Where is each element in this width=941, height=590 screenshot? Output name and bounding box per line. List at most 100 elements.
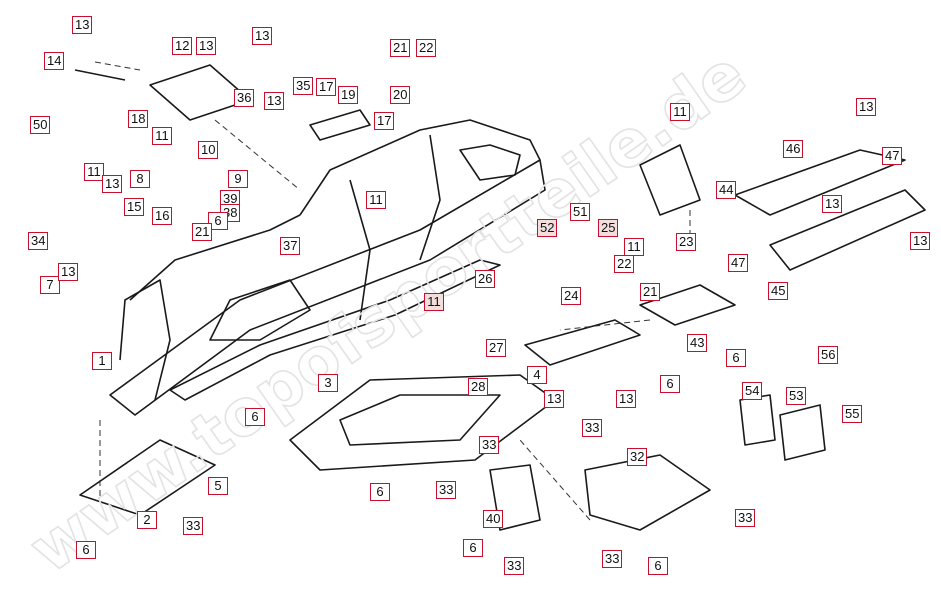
bracket-19	[309, 109, 371, 141]
callout-label: 55	[842, 405, 863, 423]
callout-label: 17	[316, 78, 337, 96]
callout-label: 54	[742, 382, 763, 400]
callout-label: 5	[208, 477, 228, 495]
callout-label: 33	[504, 557, 525, 575]
callout-label: 6	[76, 541, 96, 559]
callout-label: 32	[627, 448, 648, 466]
callout-label: 16	[152, 207, 173, 225]
callout-label: 44	[716, 181, 737, 199]
frame-rear-upright	[349, 179, 371, 321]
floor-panel-43	[639, 284, 736, 326]
callout-label: 21	[192, 223, 213, 241]
callout-label: 13	[822, 195, 843, 213]
callout-label: 8	[130, 170, 150, 188]
callout-label: 6	[245, 408, 265, 426]
callout-label: 28	[468, 378, 489, 396]
callout-label: 13	[856, 98, 877, 116]
callout-label: 13	[102, 175, 123, 193]
frame-upper-rail	[129, 214, 301, 301]
callout-label: 6	[660, 375, 680, 393]
bracket-23	[639, 144, 701, 216]
callout-label: 35	[293, 77, 314, 95]
callout-label: 14	[44, 52, 65, 70]
callout-label: 36	[234, 89, 255, 107]
callout-label: 11	[670, 103, 690, 121]
rear-guard-44	[734, 149, 906, 216]
plate-53	[779, 404, 826, 461]
callout-label: 12	[172, 37, 193, 55]
leader-line	[214, 119, 301, 191]
callout-label: 33	[602, 550, 623, 568]
callout-label: 4	[527, 366, 547, 384]
frame-side-rail	[109, 159, 546, 416]
callout-label: 13	[910, 232, 931, 250]
callout-label: 13	[544, 390, 565, 408]
callout-label: 11	[84, 163, 104, 181]
callout-label: 22	[416, 39, 437, 57]
callout-label: 20	[390, 86, 411, 104]
callout-label: 18	[128, 110, 149, 128]
callout-label: 33	[436, 481, 457, 499]
callout-label: 33	[183, 517, 204, 535]
callout-label: 11	[152, 127, 172, 145]
mud-flap-45	[769, 189, 926, 271]
callout-label: 6	[370, 483, 390, 501]
callout-label: 24	[561, 287, 582, 305]
callout-label: 33	[582, 419, 603, 437]
leader-line	[519, 439, 591, 521]
callout-label: 21	[390, 39, 411, 57]
callout-label: 40	[483, 510, 504, 528]
rod-14	[74, 69, 126, 81]
frame-mid-upright	[419, 134, 441, 261]
callout-label: 19	[338, 86, 359, 104]
frame-lower-rail	[169, 259, 501, 401]
plate-54	[739, 394, 776, 446]
callout-label: 1	[92, 352, 112, 370]
callout-label: 13	[58, 263, 79, 281]
callout-label: 13	[252, 27, 273, 45]
callout-label: 52	[537, 219, 558, 237]
callout-label: 33	[735, 509, 756, 527]
callout-label: 7	[40, 276, 60, 294]
callout-label: 11	[366, 191, 386, 209]
leader-line	[559, 319, 651, 331]
callout-label: 43	[687, 334, 708, 352]
callout-label: 15	[124, 198, 145, 216]
front-plate	[79, 439, 216, 516]
floor-panel-4	[524, 319, 641, 366]
callout-label: 9	[228, 170, 248, 188]
callout-label: 27	[486, 339, 507, 357]
callout-label: 11	[424, 293, 444, 311]
leader-line	[94, 61, 141, 71]
callout-label: 13	[196, 37, 217, 55]
callout-label: 26	[475, 270, 496, 288]
callout-label: 6	[208, 212, 228, 230]
callout-label: 21	[640, 283, 661, 301]
callout-label: 23	[676, 233, 697, 251]
callout-label: 39	[220, 190, 241, 208]
callout-label: 50	[30, 116, 51, 134]
skid-plate-grid	[339, 394, 501, 446]
callout-label: 11	[624, 238, 644, 256]
callout-label: 6	[463, 539, 483, 557]
callout-label: 56	[818, 346, 839, 364]
frame-front-tube	[119, 279, 171, 401]
callout-label: 51	[570, 203, 591, 221]
callout-label: 25	[598, 219, 619, 237]
callout-label: 47	[728, 254, 749, 272]
callout-label: 6	[726, 349, 746, 367]
callout-label: 34	[28, 232, 49, 250]
callout-label: 6	[648, 557, 668, 575]
callout-label: 37	[280, 237, 301, 255]
callout-label: 22	[614, 255, 635, 273]
callout-label: 13	[72, 16, 93, 34]
engine-mount	[209, 279, 311, 341]
callout-label: 13	[616, 390, 637, 408]
callout-label: 53	[786, 387, 807, 405]
callout-label: 33	[479, 436, 500, 454]
frame-top-arc	[299, 119, 541, 216]
callout-label: 13	[264, 92, 285, 110]
callout-label: 45	[768, 282, 789, 300]
